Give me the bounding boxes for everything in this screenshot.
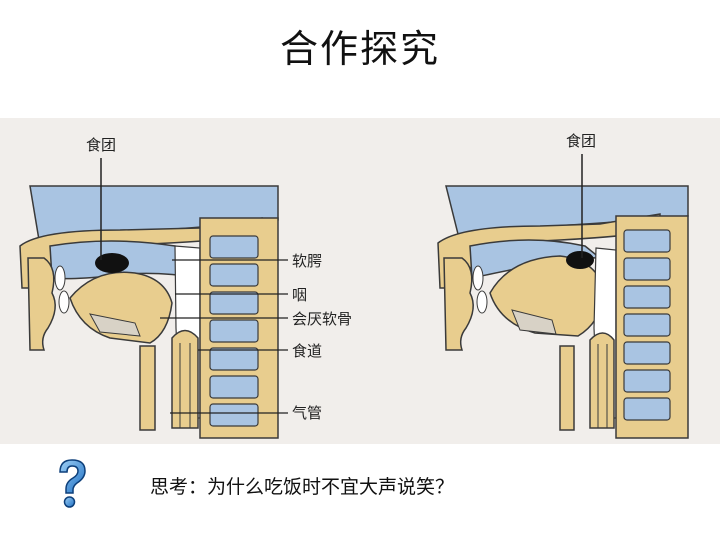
left-esophagus [139,345,156,431]
left-upper-teeth [54,265,66,291]
left-vertebrae [209,235,259,427]
slide-title: 合作探究 [279,27,440,71]
throat-anatomy-diagram [19,154,689,439]
left-hyoid [89,313,141,337]
right-lips [443,257,474,351]
left-cross-section [19,158,288,439]
left-lower-teeth [58,290,70,314]
right-hyoid [511,309,557,335]
anatomy-figure-panel: 食团 软腭 咽 会厌软骨 食道 气管 食团 [0,118,720,444]
label-trachea: 气管 [292,404,323,422]
right-vertebrae [623,229,671,421]
left-tongue [69,271,173,344]
label-bolus-right: 食团 [566,132,597,150]
right-lower-teeth [476,290,488,314]
question-mark-icon [59,459,86,508]
right-bolus [566,251,594,269]
label-esophagus: 食道 [292,342,323,360]
right-cross-section [437,154,689,439]
label-soft-palate: 软腭 [292,252,323,270]
left-bolus [95,253,129,273]
label-pharynx: 咽 [292,286,308,304]
discussion-question: 思考：为什么吃饭时不宜大声说笑？ [150,476,455,498]
left-lips [27,257,56,351]
right-trachea-tube [589,332,615,429]
right-upper-teeth [472,265,484,291]
right-esophagus [559,345,575,431]
label-epiglottis: 会厌软骨 [292,310,353,328]
label-bolus-left: 食团 [86,136,117,154]
